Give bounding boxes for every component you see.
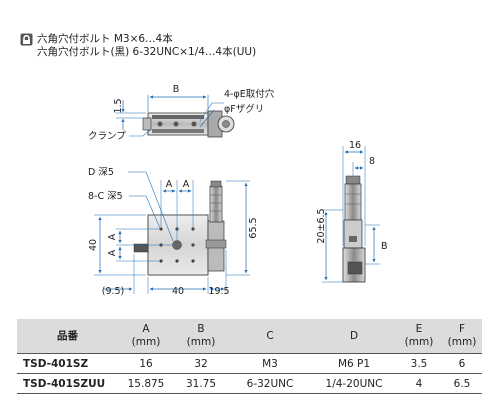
note-bolt-metric: 六角穴付ボルト M3×6…4本 <box>37 33 173 45</box>
label-d-depth: D 深5 <box>88 167 114 178</box>
header-d: D <box>349 329 359 342</box>
header-f: F (mm) <box>447 323 477 348</box>
hex-bolt-icon <box>20 33 33 46</box>
cell-model: TSD-401SZUU <box>17 373 118 394</box>
cell-c: 6-32UNC <box>228 373 312 394</box>
clamp-knob <box>133 243 149 253</box>
header-e: E (mm) <box>404 323 434 348</box>
table-row: TSD-401SZ 16 32 M3 M6 P1 3.5 6 <box>17 353 482 374</box>
cell-a: 15.875 <box>118 373 174 394</box>
label-counterbore: φFザグリ <box>224 103 264 115</box>
micrometer-thimble <box>209 185 223 223</box>
table-row: TSD-401SZUU 15.875 31.75 6-32UNC 1/4-20U… <box>17 373 482 394</box>
top-dim-15: 1.5 <box>113 98 124 113</box>
top-dim-b: B <box>173 84 180 95</box>
front-dim-a-left-1: A <box>107 233 118 240</box>
front-view: D 深5 8-C 深5 A A A A 40 65.5 <box>88 167 259 297</box>
header-a: A (mm) <box>131 323 161 348</box>
label-mount-hole: 4-φE取付穴 <box>224 88 275 100</box>
cell-b: 32 <box>174 353 228 374</box>
cell-f: 6.5 <box>442 373 482 394</box>
front-dim-a-top-1: A <box>166 179 173 190</box>
side-dim-8: 8 <box>369 156 375 167</box>
side-dim-16: 16 <box>349 140 361 151</box>
side-dim-20: 20±6.5 <box>316 208 327 243</box>
side-view: 16 8 20±6.5 B <box>316 140 388 283</box>
spec-table: 品番 A (mm) B (mm) C D E (mm) F (mm) TSD-4… <box>17 319 482 394</box>
cell-a: 16 <box>118 353 174 374</box>
front-dim-655: 65.5 <box>248 217 259 238</box>
header-model: 品番 <box>57 329 78 342</box>
cell-b: 31.75 <box>174 373 228 394</box>
cell-d: 1/4-20UNC <box>312 373 396 394</box>
side-dim-b: B <box>381 241 388 252</box>
spec-header-row: 品番 A (mm) B (mm) C D E (mm) F (mm) <box>17 319 482 354</box>
label-clamp: クランプ <box>88 131 126 142</box>
front-dim-195: 19.5 <box>208 286 229 297</box>
cell-model: TSD-401SZ <box>17 353 118 374</box>
front-dim-40-bottom: 40 <box>172 286 184 297</box>
cell-c: M3 <box>228 353 312 374</box>
note-bolt-unc: 六角穴付ボルト(黒) 6-32UNC×1/4…4本(UU) <box>37 46 257 58</box>
center-hole <box>172 240 182 250</box>
side-thimble <box>344 183 362 221</box>
cell-f: 6 <box>442 353 482 374</box>
top-view: B 1.5 4-φE取付穴 φFザグリ クランプ <box>88 84 275 142</box>
label-c-depth: 8-C 深5 <box>88 191 123 202</box>
cell-e: 4 <box>396 373 442 394</box>
header-c: C <box>266 329 274 342</box>
front-dim-a-top-2: A <box>183 179 190 190</box>
front-dim-a-left-2: A <box>107 249 118 256</box>
header-b: B (mm) <box>186 323 216 348</box>
cell-e: 3.5 <box>396 353 442 374</box>
cell-d: M6 P1 <box>312 353 396 374</box>
front-dim-95: (9.5) <box>102 286 125 297</box>
front-dim-40-left: 40 <box>88 239 99 251</box>
